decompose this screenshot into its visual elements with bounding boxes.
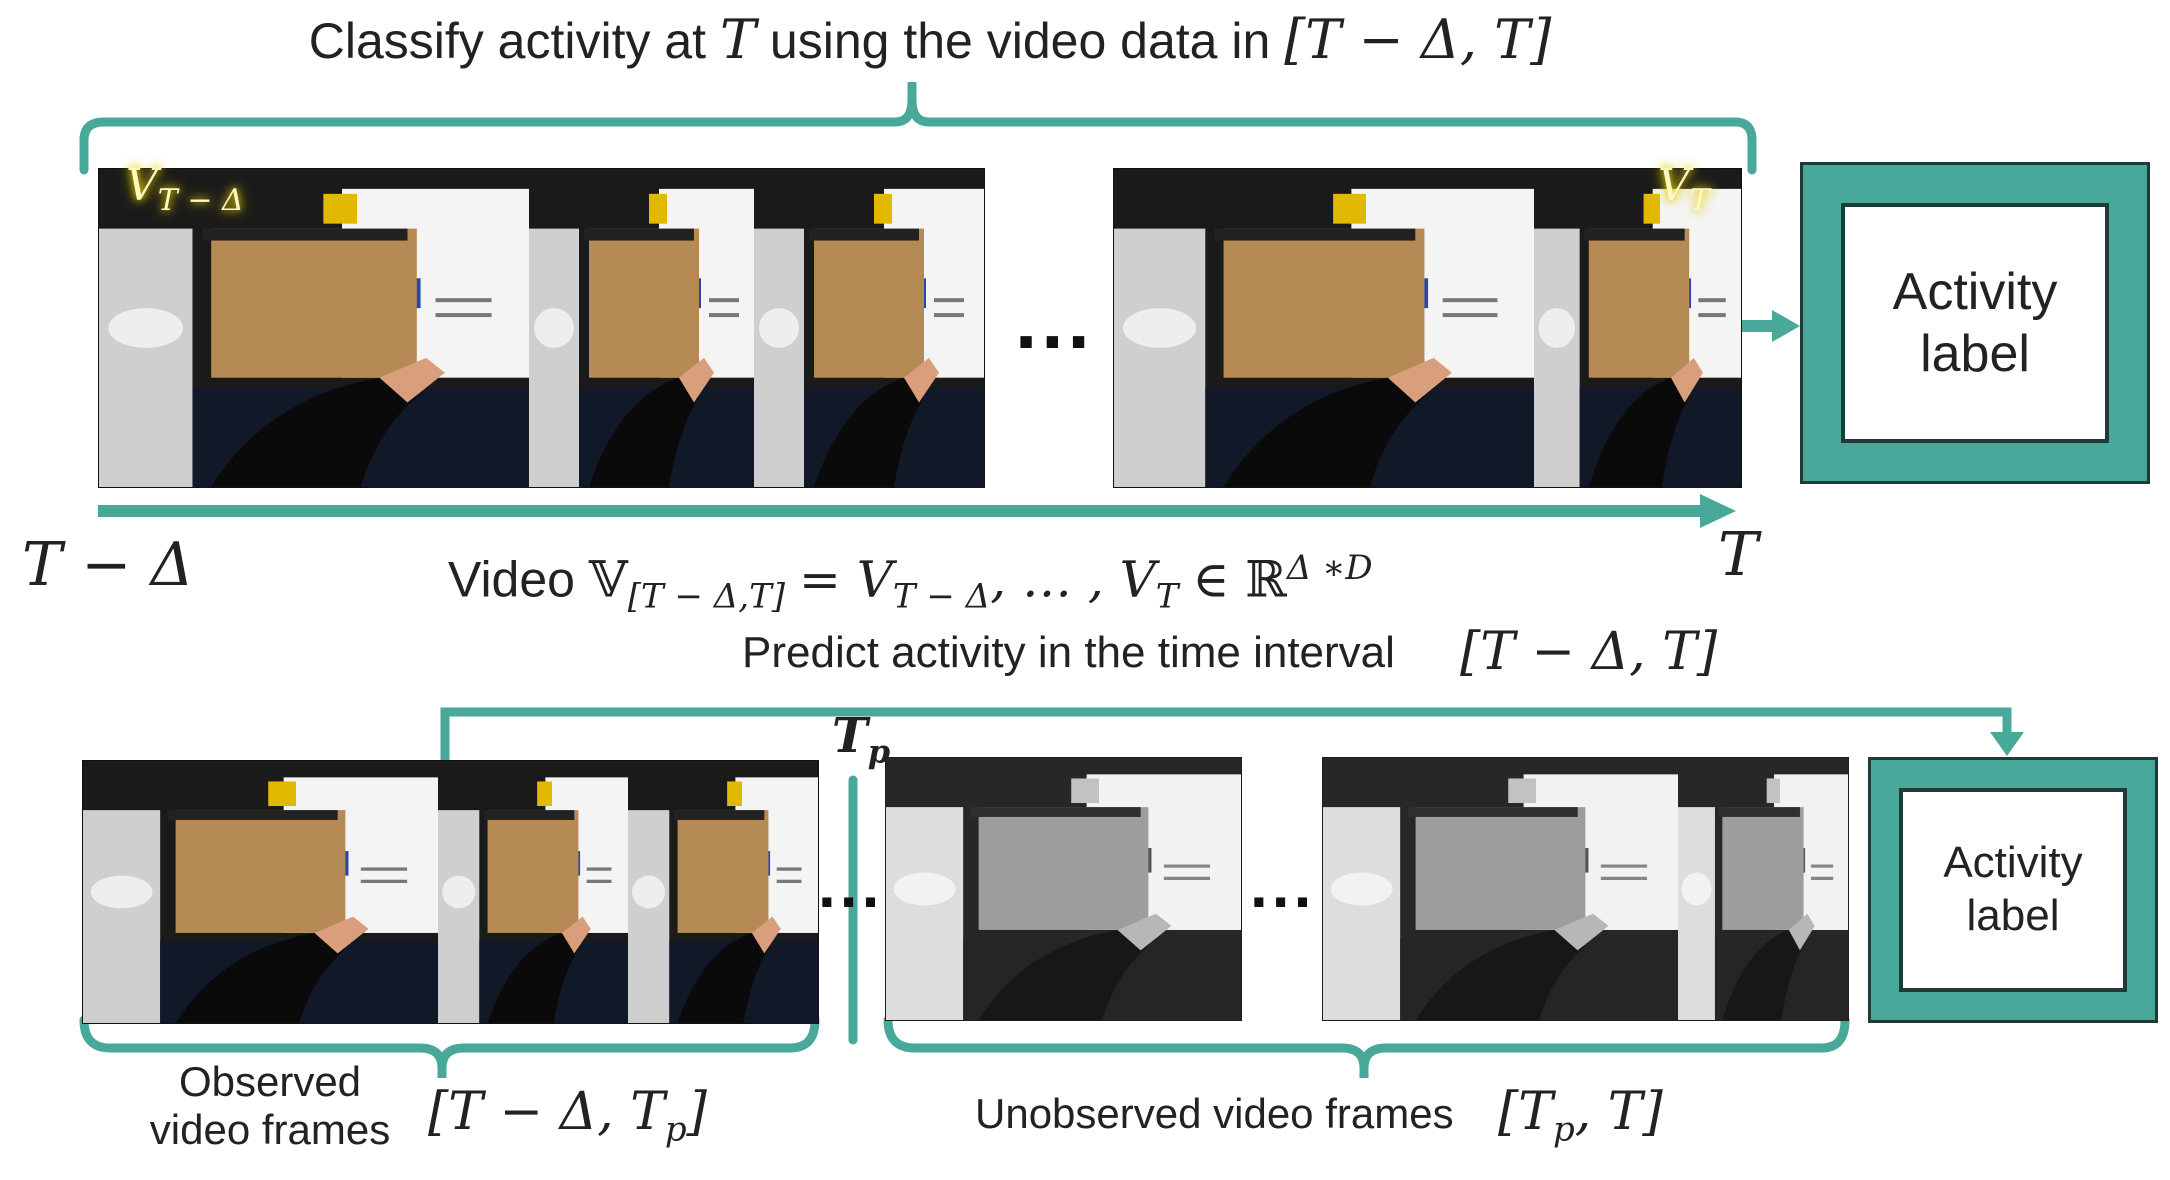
observed-brace: [79, 1015, 820, 1078]
predict-caption: Predict activity in the time interval: [742, 628, 1395, 677]
video-formula: Video 𝕍[T − Δ,T] = VT − Δ, … , VT ∈ ℝΔ ∗…: [448, 548, 1373, 617]
activity-label-inner-bottom: Activity label: [1899, 788, 2127, 992]
unobserved-label: Unobserved video frames: [975, 1090, 1454, 1137]
top-caption-interval: [T − Δ, T]: [1284, 8, 1552, 71]
bottom-ellipsis-1: ...: [818, 849, 884, 921]
unobserved-frames-image-2: [1323, 758, 1848, 1020]
video-in: ∈ ℝ: [1192, 550, 1287, 609]
predict-line: [440, 707, 2012, 765]
video-rhs-sub1: T − Δ: [892, 576, 991, 617]
time-axis-head: [1700, 494, 1736, 528]
frames-start-strip: [98, 168, 985, 488]
output-arrow-head: [1772, 310, 1800, 342]
observed-frames-strip: [82, 760, 819, 1024]
unobserved-interval: [Tp, T]: [1498, 1082, 1663, 1150]
observed-interval: [T − Δ, Tp]: [428, 1082, 707, 1150]
unobserved-frames-image-1: [886, 758, 1241, 1020]
top-caption-T: T: [719, 8, 756, 71]
axis-end-label: T: [1718, 520, 1759, 590]
frames-end-strip: [1113, 168, 1742, 488]
video-word: Video: [448, 551, 575, 608]
top-brace: [79, 82, 1757, 175]
top-caption: Classify activity at T using the video d…: [0, 8, 1860, 71]
tp-label: Tp: [832, 708, 891, 771]
video-sup: Δ ∗D: [1286, 548, 1373, 588]
frames-end-image: [1114, 169, 1741, 487]
video-symbol: 𝕍: [588, 550, 628, 609]
activity-label-text-bottom: Activity label: [1943, 838, 2083, 940]
video-rhs-sub2: T: [1155, 576, 1179, 617]
activity-label-box-top: Activity label: [1800, 162, 2150, 484]
predict-interval: [T − Δ, T]: [1460, 622, 1718, 682]
observed-frames-image: [83, 761, 818, 1023]
unobserved-frames-strip-1: [885, 757, 1242, 1021]
top-caption-mid: using the video data in: [769, 13, 1271, 69]
activity-label-inner-top: Activity label: [1841, 203, 2109, 443]
axis-start-label: T − Δ: [22, 530, 194, 600]
top-caption-prefix: Classify activity at: [308, 13, 707, 69]
top-ellipsis: ...: [1015, 276, 1094, 365]
bottom-ellipsis-2: ...: [1250, 849, 1316, 921]
unobserved-frames-strip-2: [1322, 757, 1849, 1021]
activity-label-box-bottom: Activity label: [1868, 757, 2158, 1023]
unobserved-brace: [883, 1015, 1850, 1078]
video-rhs-mid: , … , V: [990, 550, 1156, 609]
observed-label: Observed video frames: [130, 1058, 410, 1155]
video-symbol-sub: [T − Δ,T]: [627, 576, 786, 617]
frame-tag-start: VT − Δ: [126, 160, 244, 218]
observed-label-line2: video frames: [149, 1106, 391, 1154]
video-rhs: = V: [798, 550, 893, 609]
activity-label-text-top: Activity label: [1892, 262, 2058, 383]
predict-arrow-head: [1990, 732, 2024, 756]
observed-label-line1: Observed: [178, 1058, 362, 1105]
frame-tag-end: VT: [1658, 160, 1710, 218]
